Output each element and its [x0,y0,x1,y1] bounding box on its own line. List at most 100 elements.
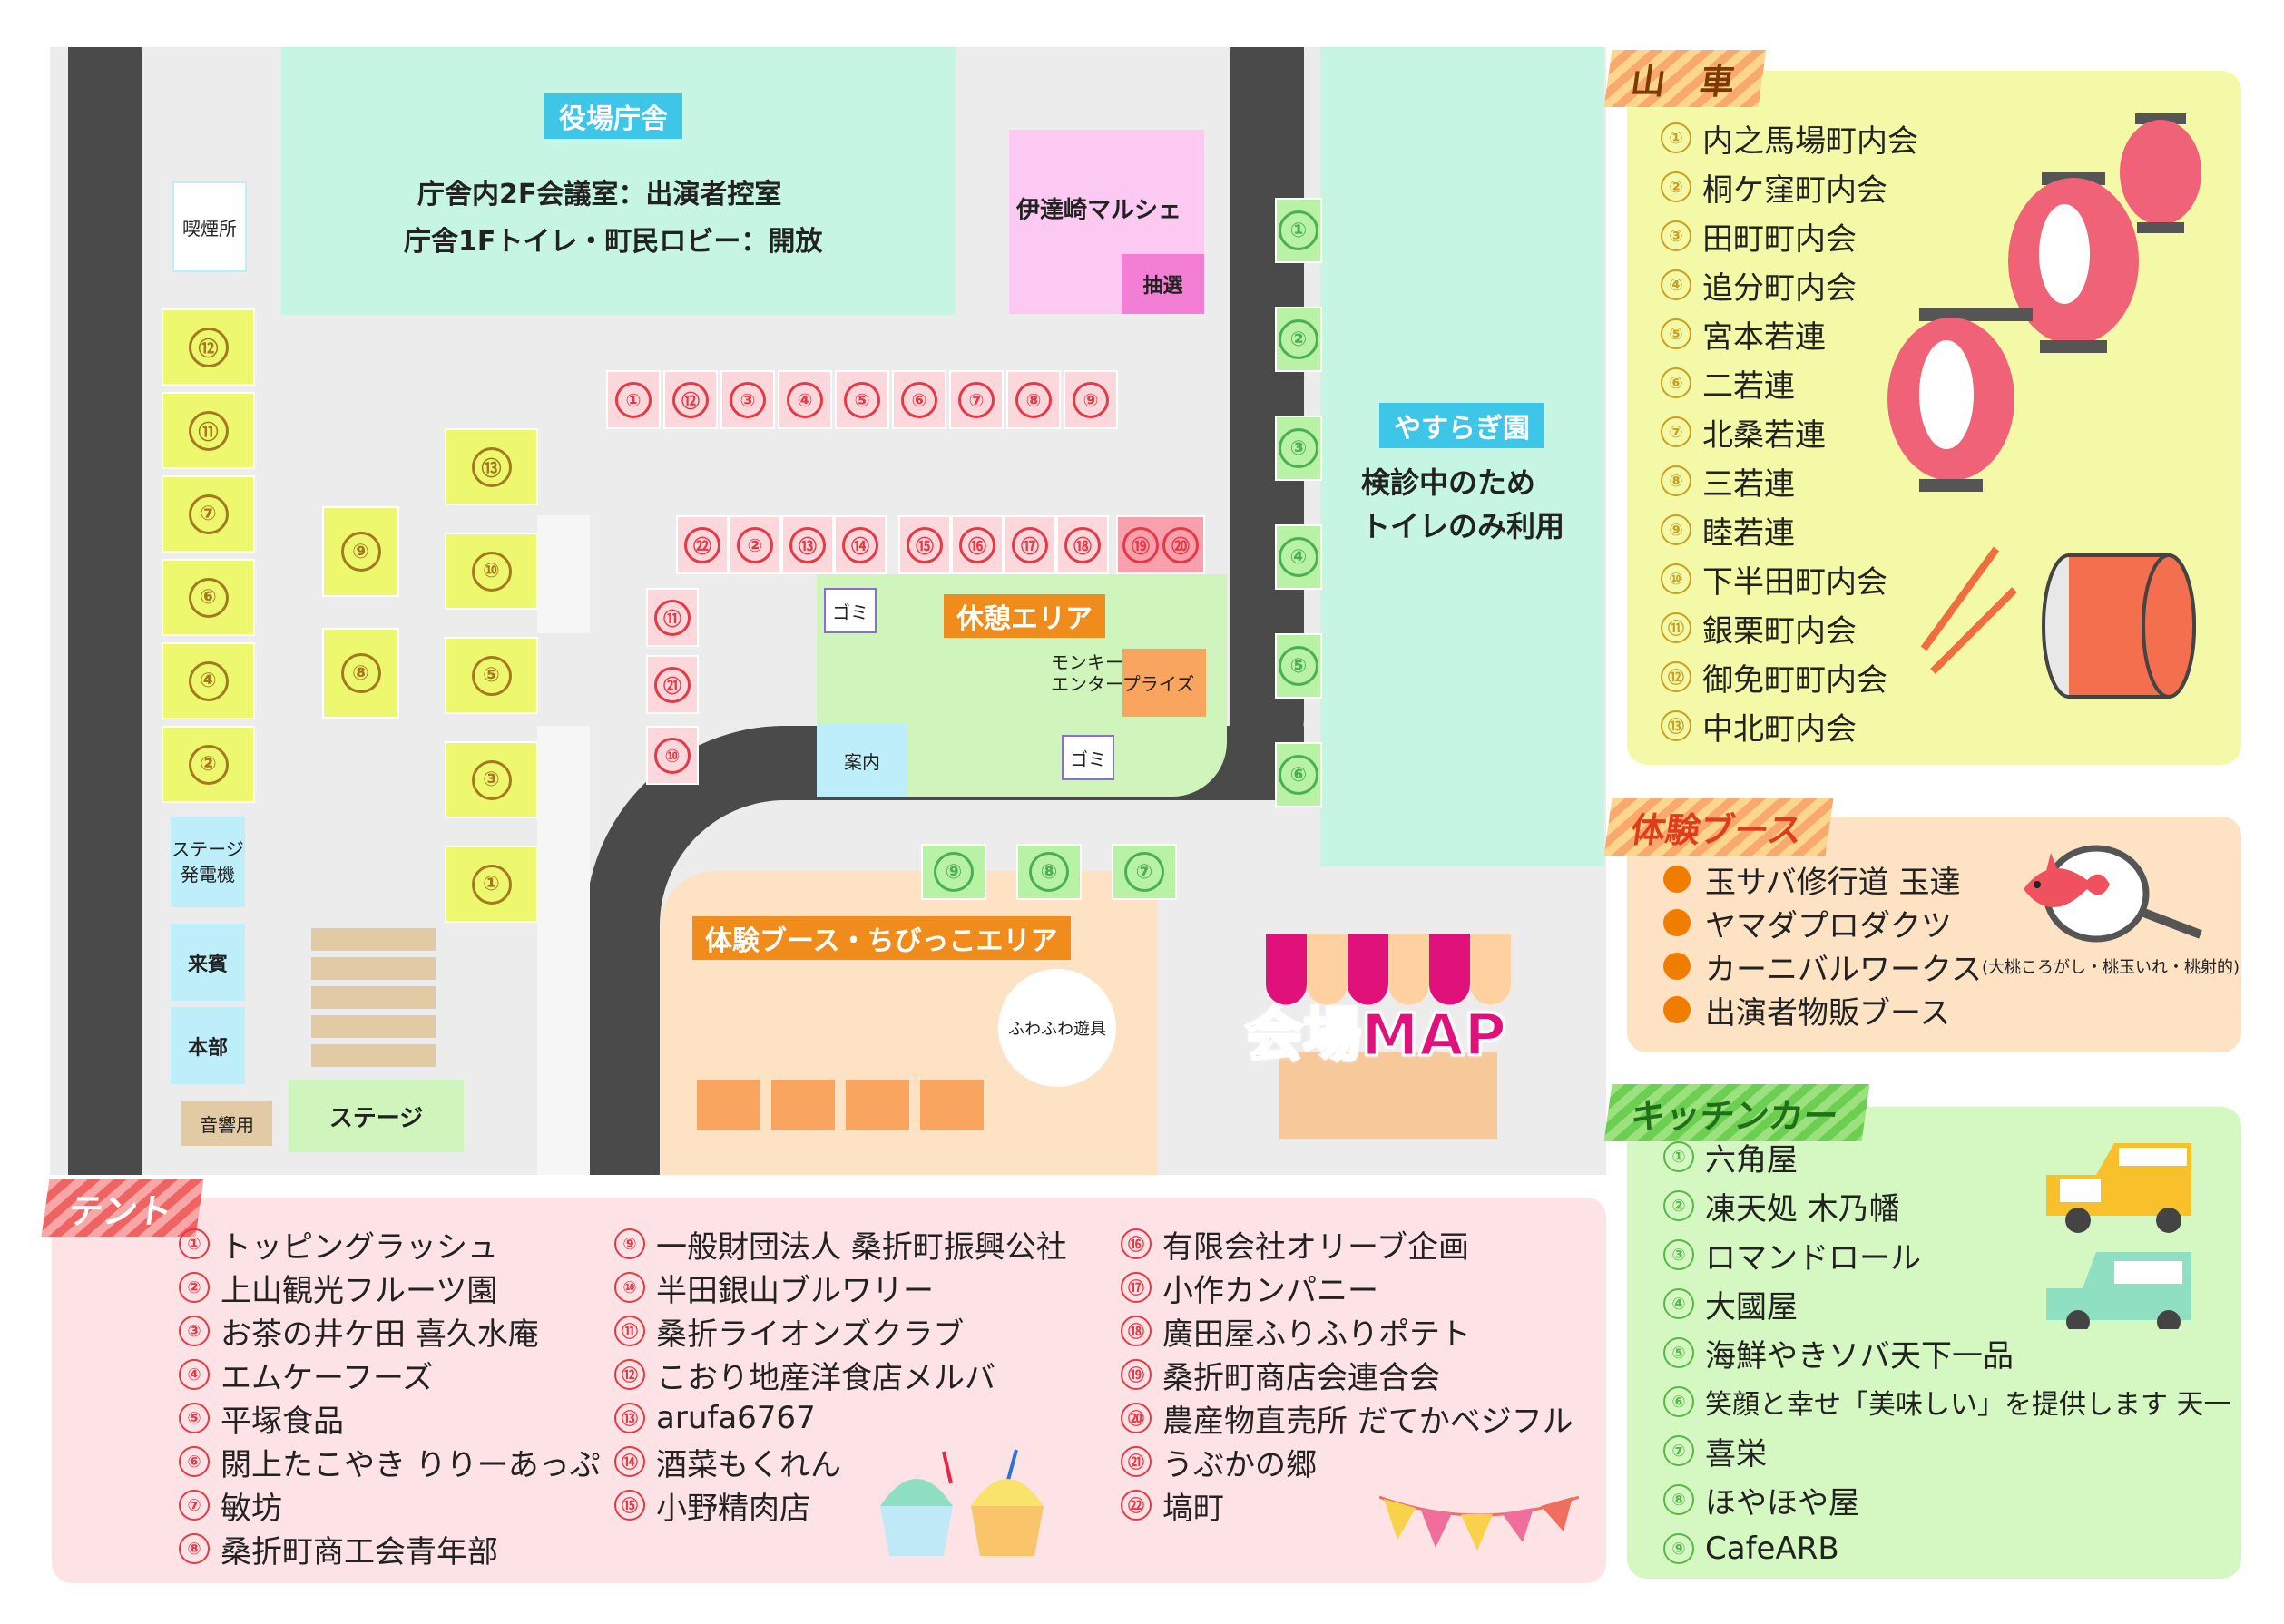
shaved-ice-icon [871,1443,1053,1560]
taiken-list: 玉サバ修行道 玉達 ヤマダプロダクツ カーニバルワークス(大桃ころがし・桃玉いれ… [1663,857,2240,1032]
dashi-spot: ⑤ [445,637,538,714]
yakuba-building [281,47,956,315]
experience-booth-4 [920,1080,984,1130]
taiken-panel [1627,817,2241,1052]
tent-spot: ⑤ [835,370,889,429]
road-left [68,47,142,1175]
tent-spot: ③ [720,370,775,429]
smoking-area: 喫煙所 [172,181,247,272]
tent-spot: ① [606,370,661,429]
drum-icon [1915,544,2214,708]
walkway [537,515,590,633]
kitchen-car-spot-8: ⑧ [1016,844,1082,900]
goldfish-scoop-icon [2005,835,2205,953]
kitchen-car-spot-1: ① [1275,198,1322,263]
experience-area-title: 体験ブース・ちびっこエリア [692,916,1071,960]
kitchen-car-spot-2: ② [1275,307,1322,372]
fuwafuwa-area: ふわふわ遊具 [998,969,1116,1087]
taiken-title: 体験ブース [1603,798,1834,856]
tent-spot: ⑥ [892,370,946,429]
map-badge-title: 会場MAP [1243,1002,1507,1071]
seating-row [311,986,436,1009]
seating-row [311,1044,436,1067]
dashi-spot: ⑨ [322,506,399,597]
tent-spot: ㉑ [646,655,699,714]
tent-spot: ⑭ [834,515,887,574]
lottery-booth: 抽選 [1122,254,1204,314]
dashi-title: 山 車 [1603,50,1767,107]
taiken-item: 玉サバ修行道 玉達 [1663,857,2240,901]
dashi-spot: ⑫ [162,308,255,386]
yakuba-title: 役場庁舎 [544,93,682,139]
lantern-icon [1969,109,2232,499]
stage: ステージ [289,1080,464,1152]
guest-tent: 来賓 [171,924,245,1001]
gomi-box-1: ゴミ [824,588,877,633]
tent-spot: ⑰ [1004,515,1056,574]
tent-spot: ⑫ [663,370,718,429]
dashi-spot: ⑦ [162,475,255,553]
tent-spot: ⑧ [1006,370,1061,429]
monkey-label: モンキー エンタープライズ [1051,651,1195,695]
dashi-spot: ① [445,846,538,923]
tent-spot: ② [729,515,781,574]
dashi-spot: ② [162,726,255,803]
tent-spot: ⑮ [898,515,951,574]
kitchen-car-spot-4: ④ [1275,524,1322,590]
dashi-spot: ⑧ [322,628,399,719]
yasuragi-building [1320,47,1604,866]
kitchen-car-spot-5: ⑤ [1275,633,1322,699]
tent-spot: ⑨ [1064,370,1118,429]
marche-title: 伊達崎マルシェ [1016,197,1182,224]
taiken-item: カーニバルワークス(大桃ころがし・桃玉いれ・桃射的) [1663,944,2240,988]
yakuba-line1: 庁舎内2F会議室：出演者控室 [417,179,782,210]
tent-spot: ④ [778,370,832,429]
map-badge-illustration [1252,916,1524,1143]
yasuragi-line2: トイレのみ利用 [1361,509,1565,543]
stage-generator: ステージ 発電機 [171,817,245,907]
tent-spot: ㉒ [676,515,729,574]
tent-panel [52,1198,1606,1583]
seating-row [311,1015,436,1038]
taiken-item: ヤマダプロダクツ [1663,901,2240,944]
kitchen-car-spot-6: ⑥ [1275,742,1322,807]
shop-awning-icon [1266,934,1511,1139]
info-booth: 案内 [817,723,907,797]
walkway [537,726,590,1175]
tent-spot: ⑱ [1056,515,1109,574]
tent-spot: ⑬ [781,515,834,574]
